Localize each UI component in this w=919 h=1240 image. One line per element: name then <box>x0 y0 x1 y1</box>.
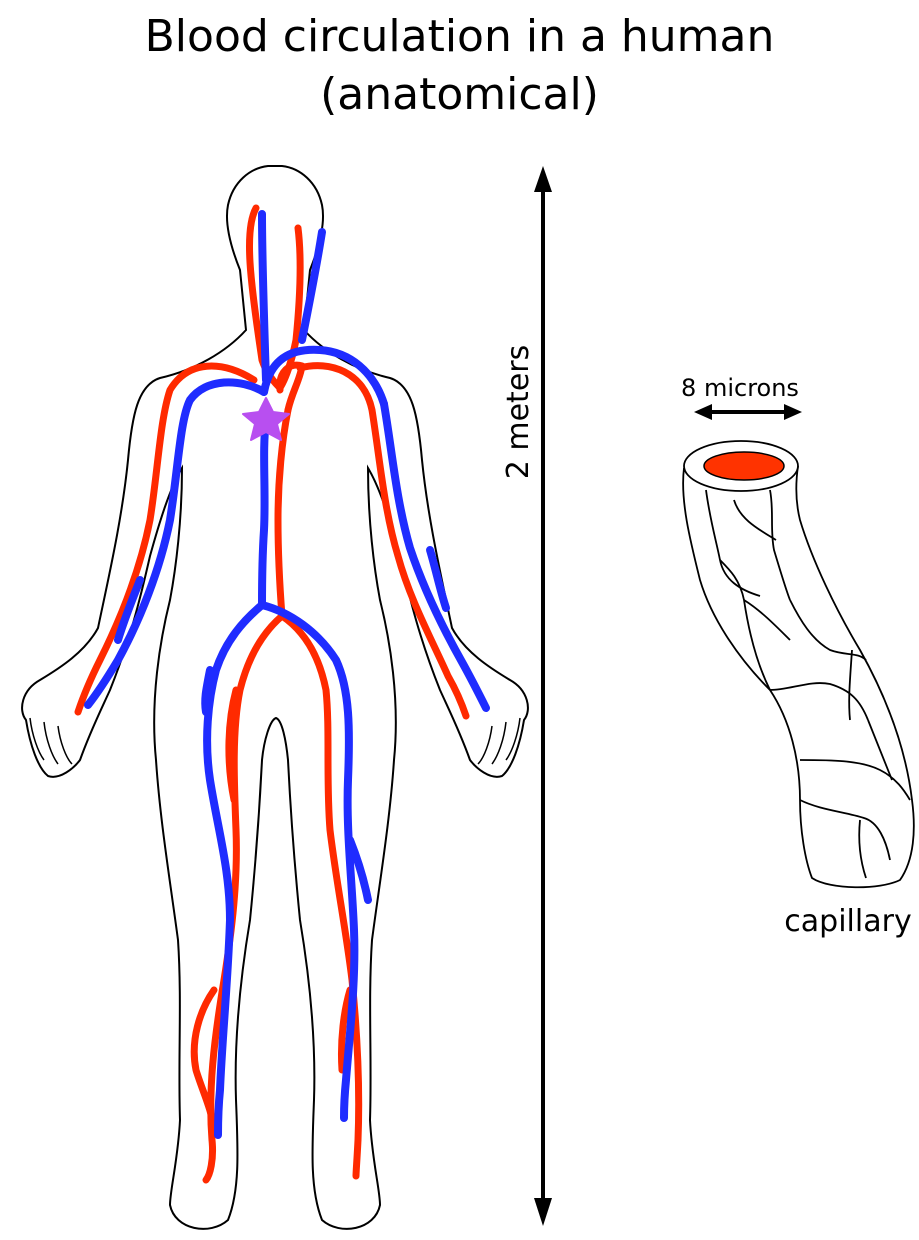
capillary-label: capillary <box>784 904 911 939</box>
arteries <box>78 208 466 1180</box>
capillary-width-arrow <box>694 404 802 420</box>
scale-label: 2 meters <box>501 345 536 480</box>
width-arrow-left-head <box>694 404 712 420</box>
capillary-lumen <box>704 452 784 480</box>
scale-arrow-down-head <box>534 1198 552 1226</box>
scale-arrow-up-head <box>534 166 552 192</box>
artery-aorta <box>278 410 288 616</box>
scale-arrow <box>534 166 552 1226</box>
capillary-outer-wall <box>683 466 914 887</box>
vein-vena-cava <box>262 420 266 605</box>
vein-left-leg-branch <box>205 670 210 712</box>
width-arrow-right-head <box>784 404 802 420</box>
vein-neck-left <box>262 214 266 380</box>
veins <box>88 214 486 1135</box>
vein-neck-right <box>302 232 322 340</box>
capillary-width-label: 8 microns <box>681 374 799 402</box>
capillary-tube <box>683 441 914 887</box>
